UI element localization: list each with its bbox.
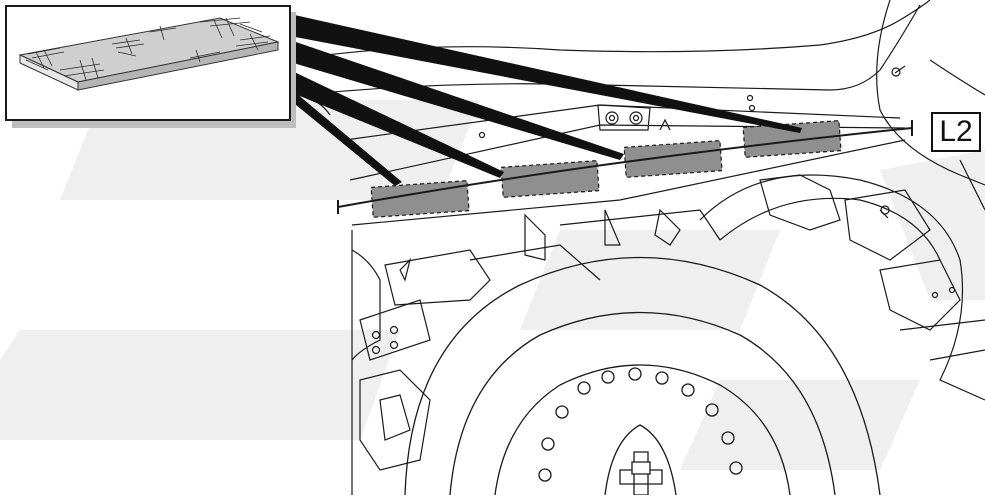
spare-tire: [404, 256, 881, 496]
l2-label-text: L2: [939, 115, 973, 148]
damping-pad-3: [623, 140, 723, 178]
damping-pad-4: [742, 120, 842, 158]
l2-label: L2: [931, 112, 981, 152]
damping-pad-2: [500, 160, 600, 198]
inset-detail: [5, 5, 296, 128]
damping-mat-pad: [18, 17, 280, 91]
car-body-outline: [289, 0, 985, 495]
callout-pointers: [290, 14, 802, 186]
measurement-line-l2: [337, 120, 913, 214]
background-watermark: [0, 100, 985, 470]
